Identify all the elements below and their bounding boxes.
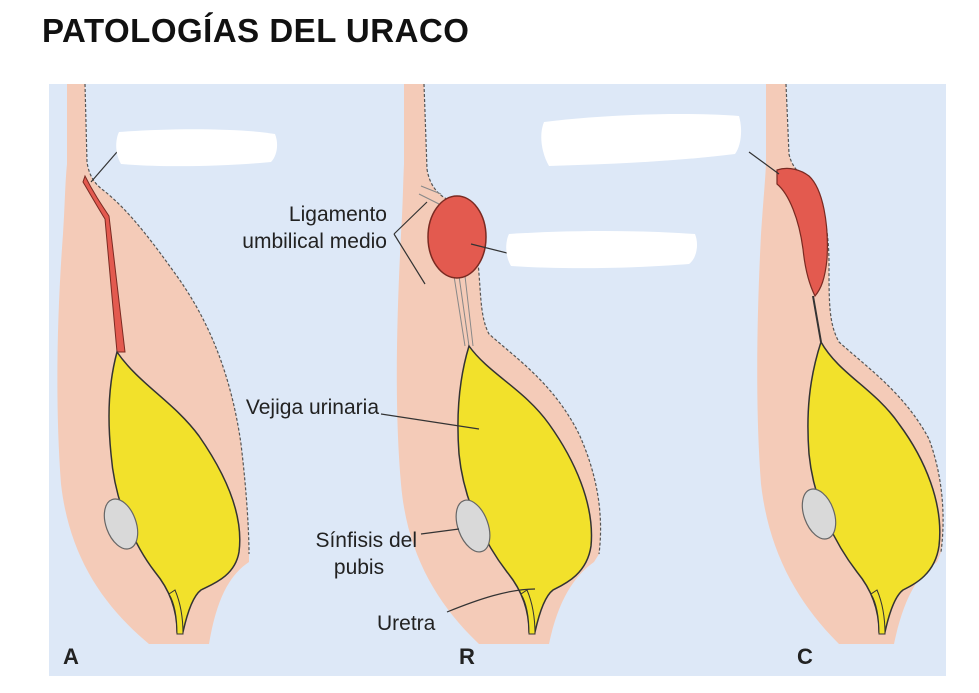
urachus-diagram: A Ligamento umbilical medio Vejiga urina…	[49, 83, 946, 676]
abdominal-wall-edge-a	[84, 83, 250, 555]
pubic-symphysis-c	[801, 488, 837, 540]
bladder-b	[457, 344, 593, 633]
panel-letter-a: A	[63, 644, 79, 669]
page-title: PATOLOGÍAS DEL URACO	[42, 12, 470, 49]
urachal-sinus	[776, 167, 828, 298]
abdominal-wall-edge-b	[423, 83, 602, 555]
panel-letter-c: C	[797, 644, 813, 669]
abdominal-wall-edge-c	[785, 83, 944, 553]
cyst-leader	[470, 243, 512, 255]
bladder-leader	[380, 413, 480, 430]
label-leader-c	[748, 151, 780, 175]
panel-a: A	[57, 83, 250, 669]
label-ligament-line1: Ligamento	[289, 203, 387, 226]
label-urethra: Uretra	[377, 612, 436, 635]
diagram-svg: A Ligamento umbilical medio Vejiga urina…	[49, 83, 946, 676]
label-bladder: Vejiga urinaria	[246, 396, 379, 419]
urethra-leader	[446, 588, 536, 613]
label-leader-a	[90, 151, 118, 183]
ligament-leader	[393, 201, 428, 285]
redaction-patch-b	[506, 231, 697, 269]
label-symphysis-line2: pubis	[334, 556, 384, 579]
bladder-a	[108, 350, 241, 633]
label-ligament-line2: umbilical medio	[242, 230, 387, 253]
symphysis-leader	[420, 528, 460, 535]
urethra-c	[870, 589, 886, 635]
panel-letter-b: R	[459, 644, 475, 669]
urethra-b	[520, 589, 536, 635]
fibrous-cord-lower-b	[453, 275, 474, 347]
redaction-patch-c	[541, 114, 742, 166]
fibrous-cord-upper-b	[418, 185, 442, 205]
pubic-symphysis-b	[455, 499, 491, 553]
pubic-symphysis-a	[103, 498, 139, 550]
redaction-patch-a	[116, 129, 278, 167]
panel-c: C	[748, 83, 944, 669]
panel-b: Ligamento umbilical medio Vejiga urinari…	[242, 83, 602, 669]
bladder-c	[807, 340, 941, 633]
urethra-a	[168, 589, 184, 635]
redaction-patches	[116, 114, 742, 269]
label-symphysis-line1: Sínfisis del	[315, 529, 417, 552]
urachal-cyst	[427, 195, 487, 279]
fibrous-cord-c	[812, 295, 822, 343]
